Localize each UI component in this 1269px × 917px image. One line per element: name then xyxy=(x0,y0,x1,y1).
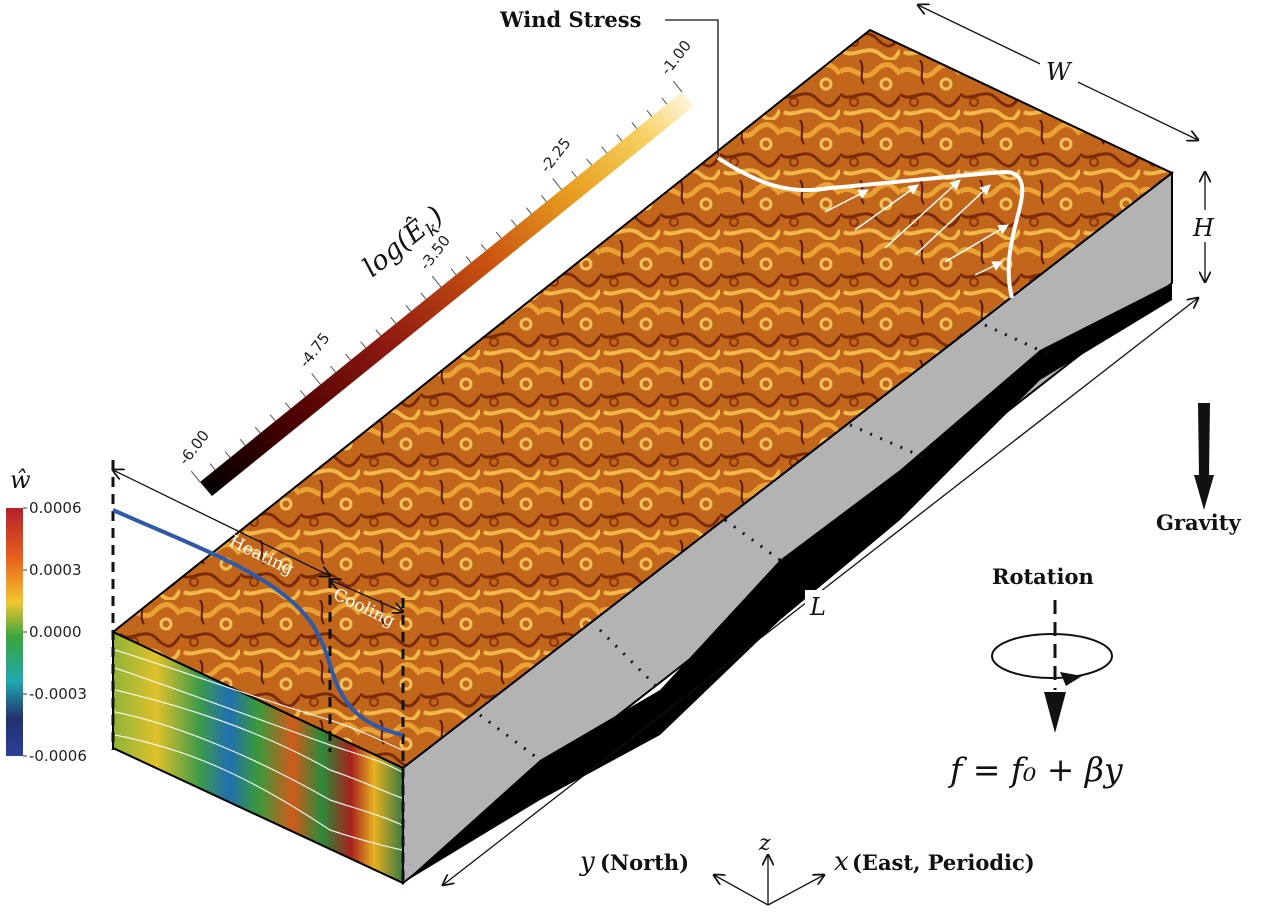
energy-colorbar-tick xyxy=(465,256,472,263)
w-colorbar-tick-label: -0.0006 xyxy=(29,747,87,765)
vertical-velocity-section xyxy=(112,630,404,885)
gravity-label: Gravity xyxy=(1156,510,1241,535)
energy-colorbar-tick xyxy=(254,426,261,434)
energy-colorbar-tick xyxy=(360,341,367,349)
energy-colorbar-tick xyxy=(571,170,577,178)
length-label: L xyxy=(809,593,826,621)
width-label: W xyxy=(1046,58,1073,86)
coordinate-axes: z y (North) x (East, Periodic) xyxy=(579,831,1035,906)
rotation-ellipse-icon xyxy=(991,633,1113,679)
energy-colorbar-tick xyxy=(541,195,547,203)
energy-colorbar-tick xyxy=(672,80,683,93)
energy-colorbar-tick xyxy=(330,365,336,373)
rotation-label: Rotation xyxy=(992,564,1094,589)
energy-colorbar-tick xyxy=(284,402,291,410)
energy-colorbar-tick xyxy=(300,390,306,398)
energy-colorbar-tick xyxy=(209,463,216,471)
energy-colorbar-tick xyxy=(646,109,653,117)
gravity-indicator: Gravity xyxy=(1156,403,1241,535)
axis-x-label: x xyxy=(834,847,849,877)
height-label: H xyxy=(1192,214,1215,242)
energy-colorbar-tick xyxy=(616,134,623,142)
heating-cooling-curve xyxy=(112,508,404,737)
energy-colorbar-ticks xyxy=(190,80,683,483)
wind-stress-profile: Wind Stress xyxy=(499,7,1025,299)
w-colorbar: ŵ 0.0006 0.0003 0.0000 -0.0003 -0.0006 xyxy=(6,466,87,765)
energy-colorbar-tick-label: -2.25 xyxy=(536,134,574,176)
energy-colorbar-tick xyxy=(239,438,246,446)
energy-colorbar-tick xyxy=(586,158,593,166)
rotation-axis-arrow-icon xyxy=(1044,692,1066,733)
energy-colorbar-tick xyxy=(311,373,321,385)
energy-colorbar-tick xyxy=(552,178,562,190)
energy-colorbar-tick xyxy=(510,219,517,227)
wind-stress-label: Wind Stress xyxy=(499,7,641,32)
energy-colorbar-tick xyxy=(631,122,638,129)
w-colorbar-tick-label: 0.0003 xyxy=(29,561,82,579)
energy-colorbar-tick xyxy=(601,146,608,154)
energy-colorbar-tick xyxy=(661,97,668,105)
w-colorbar-tick-label: -0.0003 xyxy=(29,685,87,703)
energy-colorbar-tick-label: -4.75 xyxy=(295,329,333,371)
w-colorbar-title: ŵ xyxy=(10,466,31,494)
energy-colorbar-tick xyxy=(345,353,352,361)
energy-colorbar-tick xyxy=(405,304,412,312)
axis-y-label: y xyxy=(579,847,595,877)
w-colorbar-tick-label: 0.0006 xyxy=(29,499,82,517)
energy-colorbar-tick xyxy=(450,268,457,276)
axis-z-label: z xyxy=(758,831,771,856)
energy-colorbar-tick xyxy=(390,317,397,324)
w-colorbar-gradient xyxy=(6,508,23,756)
rotation-indicator: Rotation f = f₀ + βy xyxy=(947,564,1123,789)
energy-colorbar-tick xyxy=(420,292,427,300)
energy-colorbar-tick xyxy=(495,231,502,239)
axis-x-desc: (East, Periodic) xyxy=(852,850,1035,875)
energy-colorbar-tick xyxy=(431,275,442,288)
energy-colorbar-tick-label: -1.00 xyxy=(657,37,695,79)
energy-colorbar-tick xyxy=(480,243,487,251)
energy-colorbar-tick xyxy=(525,207,532,215)
w-colorbar-tick-labels: 0.0006 0.0003 0.0000 -0.0003 -0.0006 xyxy=(23,499,87,765)
energy-colorbar-gradient xyxy=(200,92,694,496)
energy-colorbar-tick xyxy=(190,470,201,483)
wind-stress-curve xyxy=(716,156,1025,299)
gravity-arrow-icon xyxy=(1194,403,1214,510)
axis-y-desc: (North) xyxy=(600,850,689,875)
coriolis-label: f = f₀ + βy xyxy=(947,750,1123,789)
energy-colorbar-tick xyxy=(375,329,382,337)
energy-colorbar-tick-label: -6.00 xyxy=(175,427,213,469)
w-colorbar-tick-label: 0.0000 xyxy=(29,623,82,641)
energy-colorbar-tick xyxy=(224,451,231,458)
isotherm-lines xyxy=(114,649,403,851)
energy-colorbar-tick xyxy=(269,414,276,422)
